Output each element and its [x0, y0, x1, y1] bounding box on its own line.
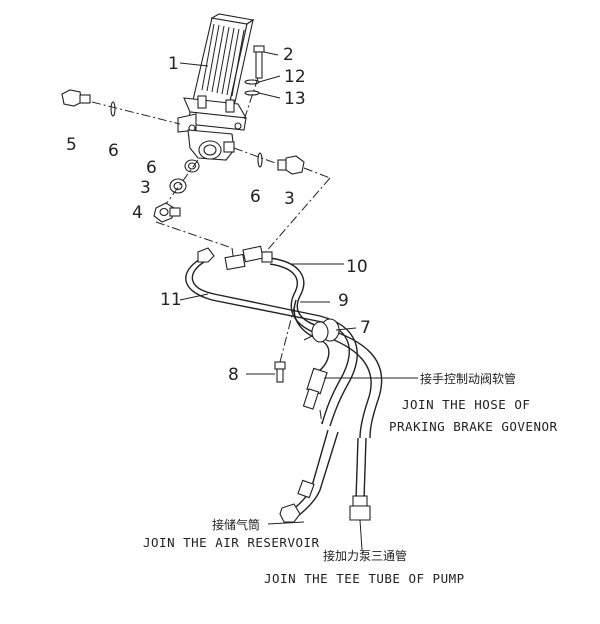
- nut-3-center: [169, 178, 187, 194]
- label-reservoir-en: JOIN THE AIR RESERVOIR: [143, 535, 320, 550]
- fitting-5: [61, 89, 91, 107]
- callout-8: 8: [228, 365, 239, 385]
- washer-13: [244, 90, 260, 96]
- leader-lines: [179, 51, 418, 551]
- pipe-air-reservoir: [279, 429, 339, 523]
- callout-12: 12: [284, 67, 306, 87]
- callout-numbers: 1 2 12 13 5 6 6 3 4 6 3 10 11 9 7 8: [66, 45, 371, 385]
- callout-10: 10: [346, 257, 368, 277]
- clamp-7: [303, 318, 340, 343]
- label-hose-cn: 接手控制动阀软管: [420, 371, 516, 386]
- label-hose-en-1: JOIN THE HOSE OF: [402, 397, 530, 412]
- washer-6-right: [257, 152, 263, 168]
- callout-3-center: 3: [140, 178, 151, 198]
- callout-9: 9: [338, 291, 349, 311]
- callout-13: 13: [284, 89, 306, 109]
- pedal-bracket: [177, 95, 248, 133]
- bolt-2: [253, 45, 265, 79]
- hose-end-fitting: [302, 367, 328, 410]
- pipe-tee-tube: [349, 437, 371, 521]
- label-tee-en: JOIN THE TEE TUBE OF PUMP: [264, 571, 465, 586]
- callout-2: 2: [283, 45, 294, 65]
- label-reservoir-cn: 接储气筒: [212, 517, 260, 532]
- fitting-3-right: [277, 155, 305, 175]
- callout-1: 1: [168, 54, 179, 74]
- brake-pedal-pad: [192, 13, 255, 108]
- brake-valve: [187, 129, 235, 161]
- washer-6-left: [110, 101, 116, 117]
- callout-3-right: 3: [284, 189, 295, 209]
- elbow-fitting-4: [153, 202, 181, 223]
- callout-7: 7: [360, 318, 371, 338]
- callout-6-left: 6: [108, 141, 119, 161]
- label-hose-en-2: PRAKING BRAKE GOVENOR: [389, 419, 558, 434]
- connection-labels: 接手控制动阀软管 JOIN THE HOSE OF PRAKING BRAKE …: [143, 371, 558, 586]
- callout-11: 11: [160, 290, 182, 310]
- callout-6-right: 6: [250, 187, 261, 207]
- callout-6-center: 6: [146, 158, 157, 178]
- label-tee-cn: 接加力泵三通管: [323, 548, 407, 563]
- callout-5: 5: [66, 135, 77, 155]
- callout-4: 4: [132, 203, 143, 223]
- bolt-8: [274, 361, 286, 383]
